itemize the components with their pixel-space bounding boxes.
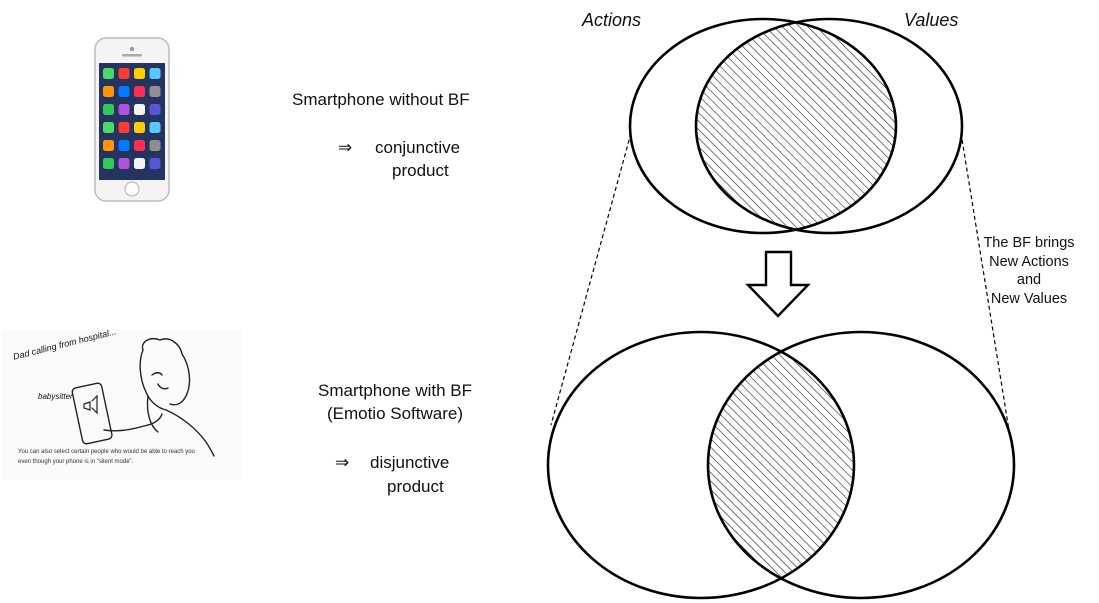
app-icon (118, 140, 130, 151)
app-icon (134, 68, 145, 79)
values-label: Values (904, 10, 959, 30)
side-note-line: New Actions (989, 253, 1069, 270)
left-expansion-line (550, 132, 632, 426)
conjunctive-label: conjunctive (375, 138, 461, 157)
app-icon (103, 104, 114, 115)
sketch-caption-bottom-2: even though your phone is in "silent mod… (18, 459, 134, 465)
actions-circle (628, 17, 898, 235)
product-label-2: product (387, 477, 444, 496)
implies-arrow-2: ⇒ (335, 453, 350, 472)
disjunctive-label: disjunctive (370, 453, 450, 472)
app-icon (118, 104, 130, 115)
right-expansion-line (960, 132, 1014, 456)
app-icon (149, 122, 161, 133)
app-icon (103, 140, 114, 151)
side-note-line: New Values (990, 290, 1068, 307)
app-icon (118, 158, 130, 169)
product-label: product (392, 161, 449, 180)
top-venn-diagram (628, 17, 964, 235)
app-icon (149, 68, 161, 79)
values-circle-expanded (706, 330, 1016, 600)
smartphone-icon (94, 37, 170, 202)
app-icon (103, 86, 114, 97)
app-icon (134, 140, 145, 151)
side-note-line: The BF brings (983, 235, 1075, 251)
app-icon (118, 68, 130, 79)
actions-label: Actions (582, 10, 642, 30)
app-icon (118, 86, 130, 97)
actions-circle-expanded (546, 330, 856, 600)
sketch-caption-side: babysitter (38, 392, 73, 401)
app-icon (149, 158, 161, 169)
app-icon (134, 122, 145, 133)
app-icon (134, 104, 145, 115)
phone-with-bf-title: Smartphone with BF (317, 381, 472, 400)
side-note-line: and (1016, 272, 1042, 288)
app-icon (134, 158, 145, 169)
app-icon (134, 86, 145, 97)
sketch-illustration (2, 330, 242, 480)
app-icon (103, 158, 114, 169)
app-icon (149, 140, 161, 151)
app-icon (103, 122, 114, 133)
side-note: The BF brings New Actions and New Values (965, 234, 1093, 308)
app-icon (149, 86, 161, 97)
implies-arrow: ⇒ (338, 138, 353, 157)
app-icon (149, 104, 161, 115)
app-icon (103, 68, 114, 79)
values-circle (694, 17, 964, 235)
app-icon (118, 122, 130, 133)
bottom-venn-diagram (546, 330, 1016, 600)
sketch-caption-bottom-1: You can also select certain people who w… (18, 449, 195, 455)
down-arrow-icon (745, 250, 811, 318)
emotio-software-label: (Emotio Software) (326, 404, 464, 423)
phone-without-bf-title: Smartphone without BF (292, 90, 470, 109)
